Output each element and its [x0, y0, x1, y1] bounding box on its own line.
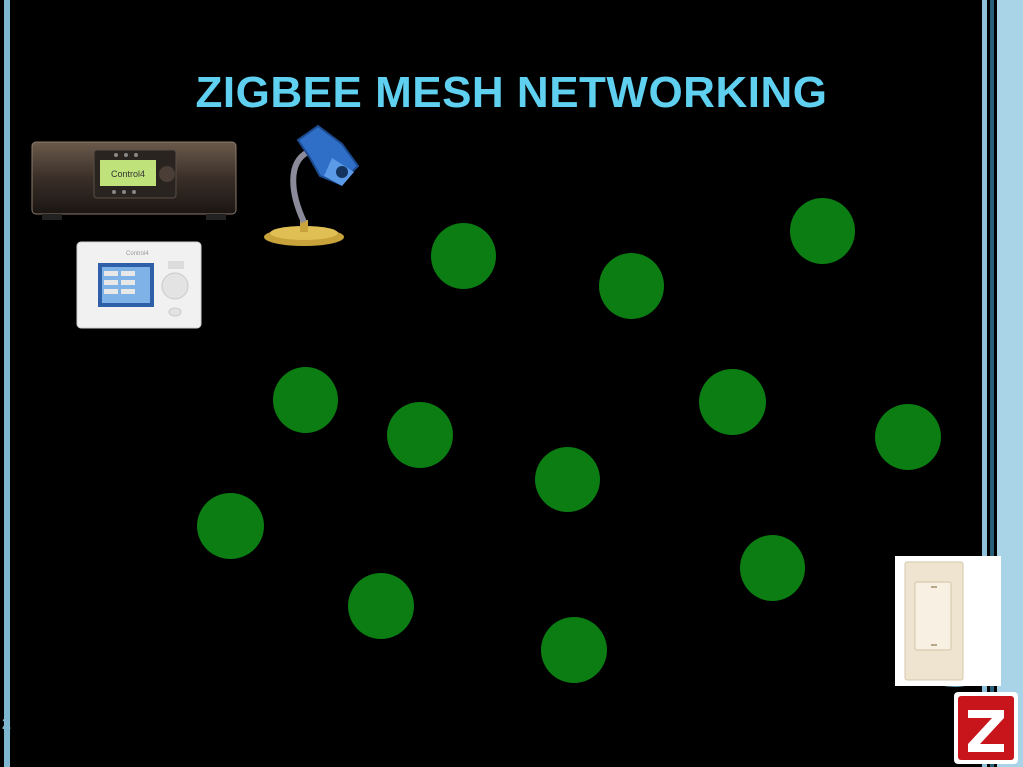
mesh-node	[273, 367, 338, 433]
zigbee-logo-icon	[954, 692, 1018, 764]
mesh-node	[535, 447, 600, 512]
slide-frame-right	[979, 0, 1023, 767]
mesh-node	[541, 617, 607, 683]
controller-brand-label: Control4	[111, 169, 145, 179]
mesh-node	[699, 369, 766, 435]
page-number: 2	[2, 716, 11, 733]
mesh-node	[348, 573, 414, 639]
slide-title: ZIGBEE MESH NETWORKING	[195, 68, 828, 117]
light-switch-device-icon	[895, 556, 1001, 687]
touchpanel-device-icon: Control4	[76, 241, 202, 329]
mesh-node	[740, 535, 805, 601]
mesh-node	[387, 402, 453, 468]
touchpanel-brand-label: Control4	[126, 251, 149, 257]
lamp-device-icon	[264, 124, 360, 246]
mesh-node	[431, 223, 496, 289]
slide-frame-left	[0, 0, 14, 767]
controller-device-icon: Control4	[31, 141, 237, 220]
mesh-node	[599, 253, 664, 319]
mesh-node	[790, 198, 855, 264]
mesh-node	[875, 404, 941, 470]
mesh-node	[197, 493, 264, 559]
